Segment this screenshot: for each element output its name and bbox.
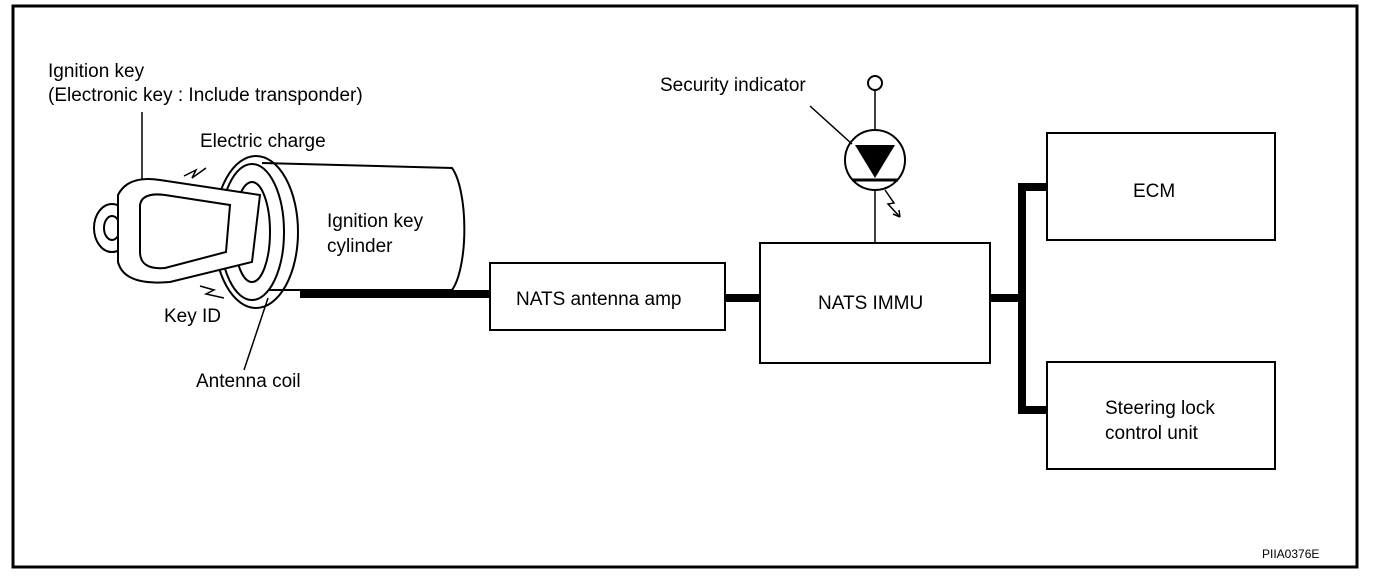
key-id-label: Key ID	[164, 306, 222, 327]
nats-antenna-amp-label: NATS antenna amp	[516, 289, 682, 310]
electric-charge-arrow	[183, 167, 207, 179]
ecm-box	[1046, 132, 1276, 241]
ignition-cylinder-label-line2: cylinder	[327, 236, 393, 257]
nats-antenna-amp-box	[489, 262, 726, 331]
electric-charge-label: Electric charge	[200, 131, 326, 152]
antenna-coil-label: Antenna coil	[196, 371, 301, 392]
steering-lock-label-line2: control unit	[1105, 423, 1198, 444]
steering-lock-box	[1046, 361, 1276, 470]
diagram-frame	[11, 4, 1359, 569]
ignition-key-label: Ignition key	[48, 61, 145, 82]
nats-immu-label: NATS IMMU	[818, 293, 924, 314]
security-indicator-icon	[844, 75, 906, 243]
ignition-key-icon	[93, 178, 262, 284]
security-indicator-leader	[809, 105, 853, 145]
steering-lock-label-line1: Steering lock	[1105, 398, 1215, 419]
harness-immu-to-units	[990, 183, 1048, 414]
figure-reference-code: PIIA0376E	[1262, 547, 1320, 561]
ecm-label: ECM	[1133, 181, 1176, 202]
ignition-cylinder-label-line1: Ignition key	[327, 211, 424, 232]
antenna-coil-leader	[243, 297, 269, 371]
security-indicator-label: Security indicator	[660, 75, 806, 96]
key-id-arrow	[199, 285, 225, 299]
ignition-key-sublabel: (Electronic key : Include transponder)	[48, 85, 363, 106]
